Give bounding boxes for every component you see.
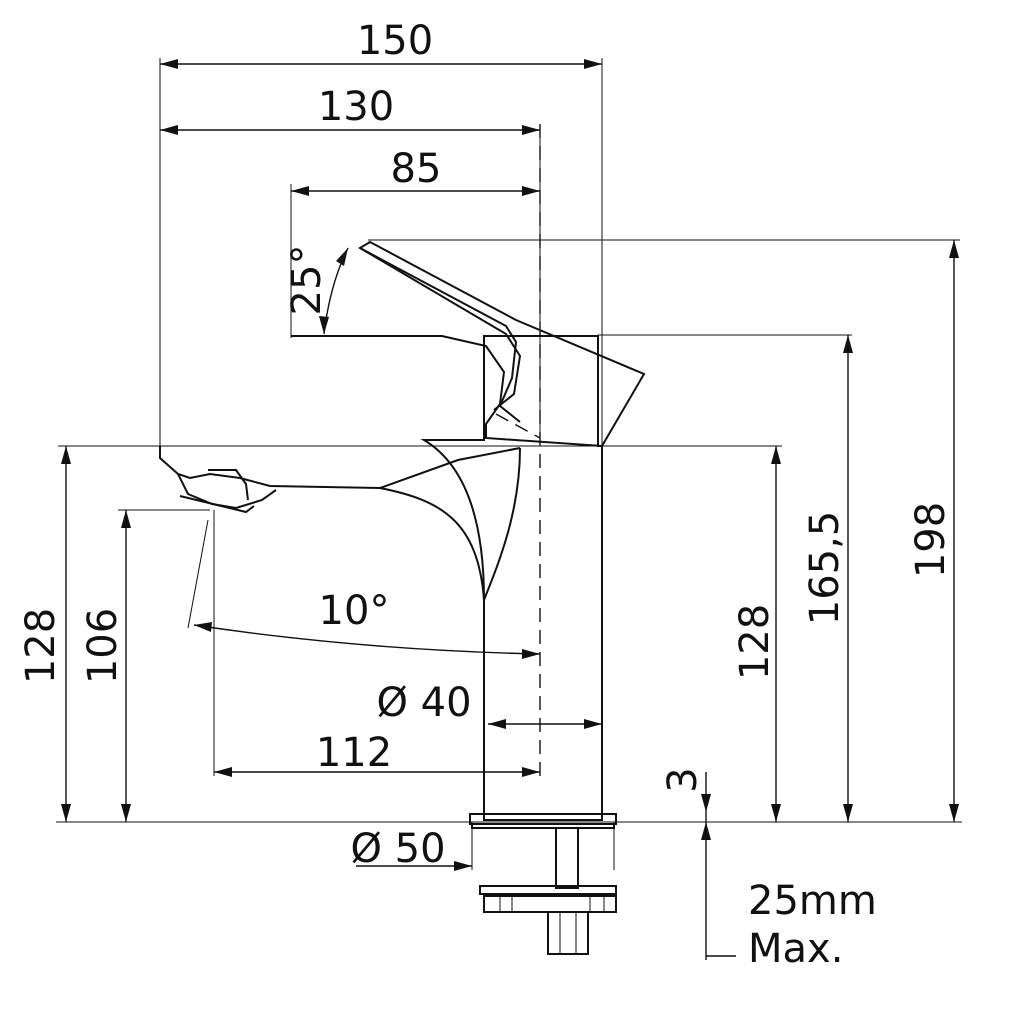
dim-dia-40-label: Ø 40 xyxy=(376,680,471,726)
arrow-40-right xyxy=(584,719,602,729)
dim-25deg-label: 25° xyxy=(284,245,330,316)
dimension-lines xyxy=(61,59,959,960)
arrow-3-bottom xyxy=(701,822,711,840)
dim-3-label: 3 xyxy=(660,767,706,792)
dim-112-label: 112 xyxy=(316,730,392,776)
arrow-106-bottom xyxy=(121,804,131,822)
dim-128-right-label: 128 xyxy=(732,604,778,680)
arrow-165-bottom xyxy=(843,804,853,822)
arrow-112-left xyxy=(214,767,232,777)
arrow-198-bottom xyxy=(949,804,959,822)
arrow-50-right xyxy=(454,861,472,871)
lever-upper-outline xyxy=(359,247,521,423)
arrow-3-top xyxy=(701,794,711,812)
arrow-25-top xyxy=(336,248,348,266)
dim-dia-50-label: Ø 50 xyxy=(350,826,445,872)
arrow-10-right xyxy=(522,649,540,659)
arrow-85-right xyxy=(522,186,540,196)
arrow-128-left-top xyxy=(61,446,71,464)
arrow-198-top xyxy=(949,240,959,258)
arrow-150-left xyxy=(160,59,178,69)
dim-10deg-label: 10° xyxy=(319,588,390,634)
base-assembly xyxy=(469,813,617,955)
arrow-10-left xyxy=(194,622,212,632)
dim-165-5-label: 165,5 xyxy=(802,511,848,626)
max-label: Max. xyxy=(748,926,843,972)
dim-130-label: 130 xyxy=(318,84,394,130)
dim-85-label: 85 xyxy=(391,146,442,192)
dim-198-label: 198 xyxy=(908,502,954,578)
arrow-25-bottom xyxy=(319,316,329,334)
lever-dashed-state xyxy=(495,413,541,439)
arrow-165-top xyxy=(843,335,853,353)
lever-handle xyxy=(291,240,646,448)
dim-150-label: 150 xyxy=(357,18,433,64)
arrow-128-right-bottom xyxy=(771,804,781,822)
dim-128-left-label: 128 xyxy=(18,608,64,684)
arrow-106-top xyxy=(121,510,131,528)
arrow-112-right xyxy=(522,767,540,777)
max-thickness-label: 25mm xyxy=(748,878,877,924)
arrow-130-left xyxy=(160,125,178,135)
arrow-150-right xyxy=(584,59,602,69)
arrow-40-left xyxy=(488,719,506,729)
arrow-130-right xyxy=(522,125,540,135)
dimension-labels: 150 130 85 25° 10° 128 106 128 165,5 198… xyxy=(18,18,954,972)
dim-106-label: 106 xyxy=(80,608,126,684)
arrow-85-left xyxy=(291,186,309,196)
extension-lines xyxy=(56,58,962,823)
arrow-128-right-top xyxy=(771,446,781,464)
arrow-128-left-bottom xyxy=(61,804,71,822)
faucet-body xyxy=(159,124,646,821)
